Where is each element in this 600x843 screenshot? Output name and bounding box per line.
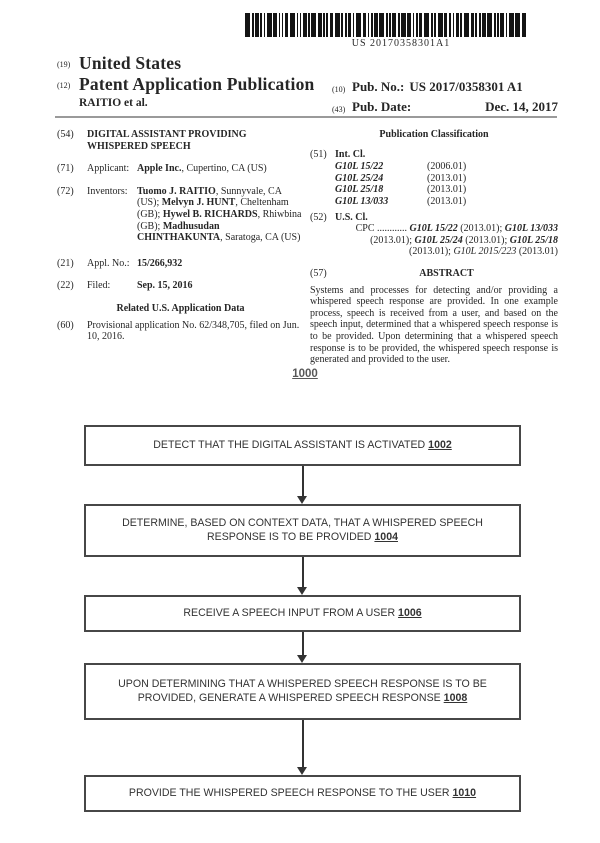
step-text: UPON DETERMINING THAT A WHISPERED SPEECH… — [118, 678, 487, 704]
header-left: (19) United States (12) Patent Applicati… — [57, 53, 337, 109]
flow-arrow-down — [297, 720, 308, 775]
class-code: G10L 25/24 — [335, 172, 384, 184]
bibliographic-column: (54) DIGITAL ASSISTANT PROVIDING WHISPER… — [57, 129, 304, 354]
int-cl-row: (51) Int. Cl. — [310, 149, 558, 161]
int-cl-entry: G10L 13/033 (2013.01) — [335, 196, 558, 208]
class-version: (2013.01) — [427, 172, 467, 184]
step-ref: 1004 — [374, 530, 398, 543]
filed-label: Filed: — [87, 280, 111, 292]
inventors-row: (72) Inventors: Tuomo J. RAITIO, Sunnyva… — [57, 186, 304, 244]
class-code: G10L 13/033 — [335, 195, 389, 207]
step-ref: 1002 — [428, 438, 452, 451]
applicant-row: (71) Applicant: Apple Inc., Cupertino, C… — [57, 163, 304, 175]
step-text: DETERMINE, BASED ON CONTEXT DATA, THAT A… — [122, 517, 483, 543]
inventors-value: Tuomo J. RAITIO, Sunnyvale, CA (US); Mel… — [137, 185, 302, 244]
applicant-label: Applicant: — [87, 163, 130, 175]
flowchart-step-1010: PROVIDE THE WHISPERED SPEECH RESPONSE TO… — [84, 775, 521, 812]
class-version: (2013.01) — [427, 195, 467, 207]
us-cl-row: (52) U.S. Cl. — [310, 212, 558, 224]
flowchart-step-1008: UPON DETERMINING THAT A WHISPERED SPEECH… — [84, 663, 521, 720]
flowchart-step-1004: DETERMINE, BASED ON CONTEXT DATA, THAT A… — [84, 504, 521, 557]
header-right: (10) Pub. No.: US 2017/0358301 A1 (43) P… — [332, 78, 558, 118]
barcode — [245, 13, 557, 37]
inid-code-60: (60) — [57, 319, 74, 331]
pub-no-label: Pub. No.: — [352, 79, 405, 94]
class-code: G10L 15/22 — [335, 161, 384, 173]
provisional-text: Provisional application No. 62/348,705, … — [87, 319, 300, 343]
country-name: United States — [79, 53, 182, 73]
class-version: (2013.01) — [427, 184, 467, 196]
appl-no-label: Appl. No.: — [87, 257, 130, 269]
flow-arrow-down — [297, 632, 308, 663]
publication-kind: Patent Application Publication — [79, 74, 315, 94]
inid-code-10: (10) — [332, 85, 346, 94]
flowchart-step-1002: DETECT THAT THE DIGITAL ASSISTANT IS ACT… — [84, 425, 521, 466]
step-text: PROVIDE THE WHISPERED SPEECH RESPONSE TO… — [128, 786, 450, 799]
inid-code-22: (22) — [57, 280, 74, 292]
classification-column: Publication Classification (51) Int. Cl.… — [310, 129, 558, 366]
int-cl-entry: G10L 25/24 (2013.01) — [335, 173, 558, 185]
abstract-heading: ABSTRACT — [419, 267, 474, 279]
header-divider — [55, 116, 557, 118]
filed-value: Sep. 15, 2016 — [137, 280, 193, 292]
class-code: G10L 25/18 — [335, 184, 384, 196]
classification-heading: Publication Classification — [379, 129, 489, 140]
step-text: RECEIVE A SPEECH INPUT FROM A USER — [183, 606, 396, 619]
us-cl-label: U.S. Cl. — [335, 211, 368, 223]
flowchart-step-1006: RECEIVE A SPEECH INPUT FROM A USER 1006 — [84, 595, 521, 632]
provisional-row: (60) Provisional application No. 62/348,… — [57, 320, 304, 343]
appl-no-value: 15/266,932 — [137, 257, 183, 269]
inid-code-72: (72) — [57, 185, 74, 197]
appl-no-row: (21) Appl. No.: 15/266,932 — [57, 258, 304, 270]
step-ref: 1010 — [452, 786, 477, 799]
filed-row: (22) Filed: Sep. 15, 2016 — [57, 280, 304, 292]
abstract-text: Systems and processes for detecting and/… — [310, 284, 558, 366]
step-ref: 1008 — [443, 691, 468, 704]
applicant-value: Apple Inc., Cupertino, CA (US) — [137, 163, 267, 175]
related-data-heading: Related U.S. Application Data — [116, 302, 245, 314]
inventors-label: Inventors: — [87, 185, 128, 197]
inid-code-51: (51) — [310, 148, 327, 160]
int-cl-entry: G10L 15/22 (2006.01) — [335, 161, 558, 173]
inid-code-57: (57) — [310, 267, 327, 279]
cpc-line: CPC ............ G10L 15/22 (2013.01); G… — [355, 223, 558, 258]
pub-date-value: Dec. 14, 2017 — [485, 99, 558, 114]
figure-number: 1000 — [292, 368, 318, 380]
inid-code-19: (19) — [57, 60, 71, 69]
class-version: (2006.01) — [427, 161, 467, 173]
barcode-number: US 20170358301A1 — [351, 38, 451, 49]
inid-code-71: (71) — [57, 163, 74, 175]
inid-code-52: (52) — [310, 211, 327, 223]
pub-no-value: US 2017/0358301 A1 — [409, 79, 523, 94]
flow-arrow-down — [297, 466, 308, 504]
abstract-heading-row: (57) ABSTRACT — [310, 268, 558, 280]
invention-title: DIGITAL ASSISTANT PROVIDING WHISPERED SP… — [87, 129, 247, 152]
pub-date-label: Pub. Date: — [352, 99, 412, 114]
int-cl-entry: G10L 25/18 (2013.01) — [335, 184, 558, 196]
title-row: (54) DIGITAL ASSISTANT PROVIDING WHISPER… — [57, 129, 304, 152]
int-cl-label: Int. Cl. — [335, 148, 366, 160]
step-ref: 1006 — [398, 606, 422, 619]
flow-arrow-down — [297, 557, 308, 595]
inid-code-43: (43) — [332, 105, 346, 114]
inid-code-21: (21) — [57, 257, 74, 269]
step-text: DETECT THAT THE DIGITAL ASSISTANT IS ACT… — [153, 438, 426, 451]
inid-code-54: (54) — [57, 129, 74, 140]
inid-code-12: (12) — [57, 81, 71, 90]
authors-line: RAITIO et al. — [79, 97, 148, 109]
